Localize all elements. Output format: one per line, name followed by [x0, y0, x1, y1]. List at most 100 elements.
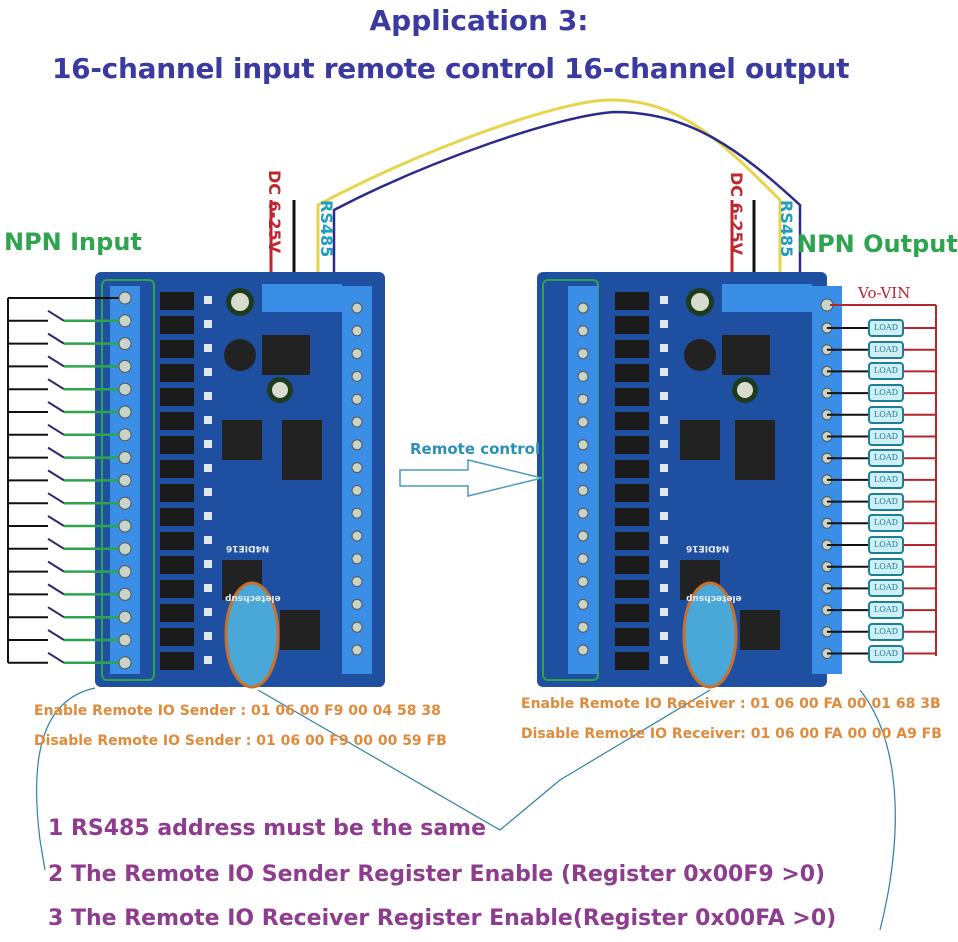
mosfet-chip [615, 292, 649, 310]
sender-disable-command: Disable Remote IO Sender : 01 06 00 F9 0… [34, 733, 447, 749]
status-led [660, 512, 668, 520]
status-led [204, 512, 212, 520]
input-switch [47, 583, 65, 596]
mosfet-chip [615, 340, 649, 358]
optocoupler-chip [160, 508, 194, 526]
input-switch [47, 560, 65, 573]
load-box: LOAD [868, 536, 904, 554]
mosfet-chip [615, 460, 649, 478]
load-box: LOAD [868, 514, 904, 533]
terminal-screw [118, 314, 132, 328]
status-led [204, 320, 212, 328]
terminal-screw [118, 428, 132, 442]
optocoupler-chip [160, 556, 194, 574]
remote-control-label: Remote control [410, 440, 541, 458]
status-led [660, 632, 668, 640]
terminal-screw [577, 598, 589, 610]
title-line-2: 16-channel input remote control 16-chann… [52, 52, 850, 85]
left-board-brand: eletechsup [225, 593, 281, 603]
optocoupler-chip [160, 292, 194, 310]
mosfet-chip [615, 508, 649, 526]
terminal-screw [118, 542, 132, 556]
status-led [660, 560, 668, 568]
mosfet-chip [615, 556, 649, 574]
optocoupler-chip [160, 484, 194, 502]
terminal-screw [118, 382, 132, 396]
terminal-screw [577, 462, 589, 474]
mosfet-chip [615, 604, 649, 622]
terminal-screw [577, 530, 589, 542]
status-led [660, 536, 668, 544]
optocoupler-chip [160, 460, 194, 478]
terminal-screw [577, 644, 589, 656]
load-box: LOAD [868, 470, 904, 489]
terminal-screw [351, 507, 363, 519]
input-switch [47, 537, 65, 550]
input-switch [47, 469, 65, 482]
callout-curve-left [36, 687, 96, 871]
status-led [660, 656, 668, 664]
status-led [660, 344, 668, 352]
terminal-screw [577, 370, 589, 382]
sender-enable-command: Enable Remote IO Sender : 01 06 00 F9 00… [34, 703, 441, 719]
input-switch [47, 446, 65, 459]
mosfet-chip [615, 580, 649, 598]
terminal-screw [118, 451, 132, 465]
load-box: LOAD [868, 427, 904, 446]
optocoupler-chip [160, 340, 194, 358]
status-led [660, 584, 668, 592]
optocoupler-chip [160, 436, 194, 454]
status-led [204, 368, 212, 376]
status-led [204, 392, 212, 400]
mosfet-chip [615, 316, 649, 334]
status-led [660, 440, 668, 448]
input-switch [47, 423, 65, 436]
terminal-screw [118, 473, 132, 487]
terminal-screw [118, 587, 132, 601]
right-dip-switch-highlight [682, 581, 738, 689]
terminal-screw [577, 348, 589, 360]
left-board-model: N4DIE16 [226, 543, 270, 553]
status-led [660, 608, 668, 616]
terminal-screw [118, 656, 132, 670]
mosfet-chip [615, 652, 649, 670]
status-led [660, 368, 668, 376]
load-box: LOAD [868, 579, 904, 598]
note-1: 1 RS485 address must be the same [48, 816, 487, 841]
terminal-screw [351, 302, 363, 314]
npn-output-heading: NPN Output [797, 230, 958, 258]
terminal-screw [118, 610, 132, 624]
input-switch [47, 332, 65, 345]
load-box: LOAD [868, 622, 904, 641]
optocoupler-chip [160, 316, 194, 334]
terminal-screw [118, 291, 132, 305]
terminal-screw [351, 325, 363, 337]
terminal-screw [577, 325, 589, 337]
terminal-screw [351, 462, 363, 474]
terminal-screw [577, 302, 589, 314]
terminal-screw [577, 393, 589, 405]
terminal-screw [351, 644, 363, 656]
terminal-screw [118, 633, 132, 647]
status-led [204, 296, 212, 304]
status-led [204, 416, 212, 424]
status-led [204, 608, 212, 616]
input-switch [47, 401, 65, 413]
title-line-1: Application 3: [369, 4, 589, 37]
terminal-screw [351, 416, 363, 428]
left-rs485-label: RS485 [317, 200, 336, 258]
left-board [95, 272, 385, 689]
terminal-screw [351, 553, 363, 565]
left-power-label: DC 6-25V [265, 170, 284, 254]
callout-line-left-dip [257, 689, 711, 831]
mosfet-chip [615, 436, 649, 454]
mosfet-chip [615, 628, 649, 646]
right-rs485-label: RS485 [777, 200, 796, 258]
status-led [660, 296, 668, 304]
input-switch [47, 651, 65, 664]
terminal-screw [577, 621, 589, 633]
optocoupler-chip [160, 364, 194, 382]
input-switch [47, 515, 65, 527]
receiver-enable-command: Enable Remote IO Receiver : 01 06 00 FA … [521, 696, 941, 712]
